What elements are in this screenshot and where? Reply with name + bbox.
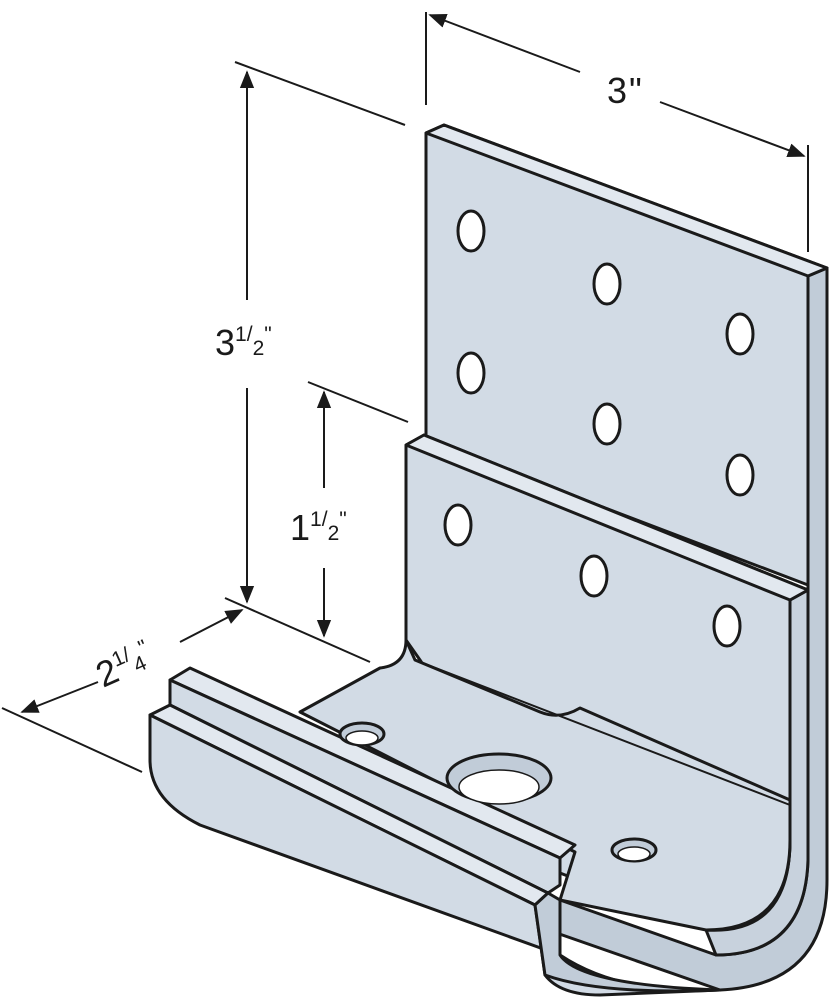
bracket [148, 123, 829, 997]
hole [725, 453, 755, 497]
hole [456, 209, 486, 253]
small-hole-inner [617, 846, 651, 862]
height-total-label: 31/2" [215, 322, 272, 363]
hole [592, 262, 622, 306]
anchor-hole-inner [458, 769, 540, 805]
front-rail-face [168, 678, 562, 895]
hole [579, 554, 609, 598]
depth-label: 21/4" [90, 635, 158, 696]
hole [725, 312, 755, 356]
dimension-height-total: 31/2" [215, 61, 406, 663]
width-label: 3" [607, 70, 642, 111]
height-lower-label: 11/2" [290, 507, 347, 548]
hole [456, 351, 486, 395]
dimension-depth: 21/4" [1, 609, 244, 773]
hole [443, 503, 473, 547]
lower-plate-top-edge [404, 433, 810, 602]
dimension-width: 3" [425, 12, 809, 252]
front-curve [533, 891, 722, 993]
base-holes [338, 721, 658, 863]
upper-plate-holes [456, 209, 755, 497]
hole [592, 402, 622, 446]
small-hole-inner [345, 730, 379, 746]
hole [712, 604, 742, 648]
upper-plate-top-edge [424, 123, 829, 278]
dimension-height-lower: 11/2" [290, 381, 409, 638]
lower-plate-holes [443, 503, 742, 648]
